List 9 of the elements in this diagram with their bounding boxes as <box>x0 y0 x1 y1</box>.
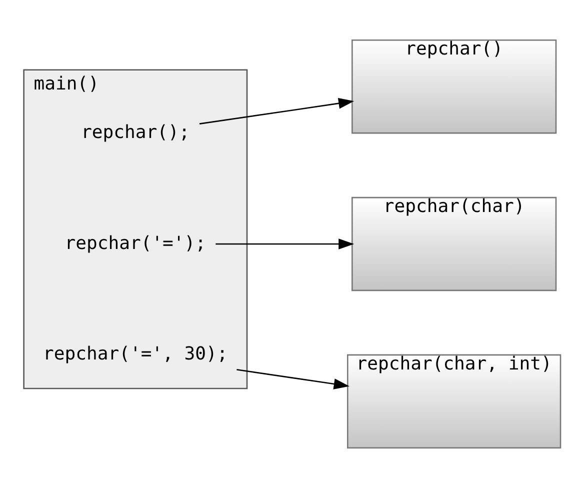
node-text: repchar('='); <box>64 232 206 254</box>
node-box: repchar(char) <box>352 196 557 292</box>
node-text: repchar(); <box>81 122 190 143</box>
arrow <box>236 369 350 390</box>
node-box: repchar() <box>352 40 557 134</box>
node-text: repchar('=', 30); <box>43 344 228 365</box>
arrow <box>216 238 354 250</box>
arrow <box>199 98 354 124</box>
node-box: repchar(char, int) <box>347 354 562 448</box>
